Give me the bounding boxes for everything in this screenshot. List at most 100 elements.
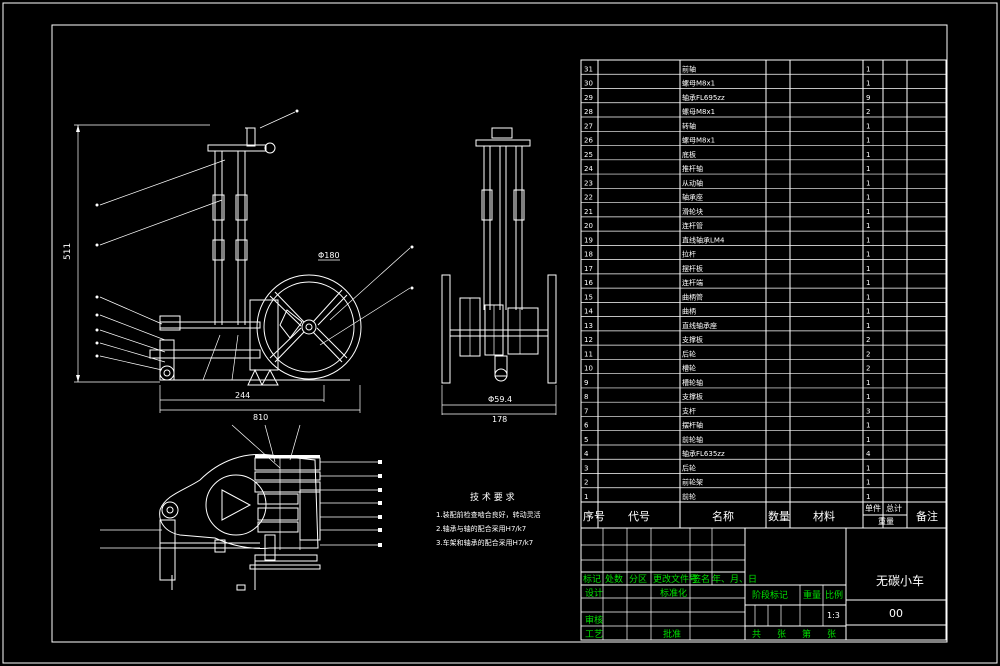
bom-row-no: 13 (584, 322, 593, 330)
bom-row-qty: 1 (866, 279, 870, 287)
bom-row-name: 前轮 (682, 492, 696, 501)
bom-row-qty: 1 (866, 265, 870, 273)
bom-row-no: 31 (584, 65, 593, 73)
bom-row-name: 轴承座 (682, 193, 703, 202)
bom-row-qty: 2 (866, 350, 870, 358)
bom-row-no: 20 (584, 222, 593, 230)
bom-row-name: 直线轴承座 (682, 321, 717, 330)
bom-row-qty: 1 (866, 137, 870, 145)
bom-row-no: 12 (584, 336, 593, 344)
bom-row-name: 支撑板 (682, 392, 703, 401)
tb-approve: 批准 (663, 628, 681, 640)
dim-810: 810 (253, 413, 268, 422)
bom-row-name: 连杆管 (682, 221, 703, 230)
bom-row-qty: 2 (866, 365, 870, 373)
bom-row-qty: 4 (866, 450, 871, 458)
bom-row-qty: 9 (866, 94, 870, 102)
tb-standard: 标准化 (660, 587, 687, 599)
bom-row-no: 5 (584, 436, 588, 444)
bom-row-no: 28 (584, 108, 593, 116)
bom-row-qty: 3 (866, 407, 870, 415)
bom-row-qty: 1 (866, 194, 870, 202)
tb-scale-val: 1:3 (827, 611, 840, 620)
bom-row-no: 26 (584, 137, 593, 145)
bom-h-code: 代号 (628, 510, 650, 523)
bom-row-qty: 2 (866, 108, 870, 116)
bom-row-name: 支杆 (682, 406, 696, 415)
tb-drawing-no: 00 (889, 607, 903, 620)
bom-row-no: 7 (584, 407, 588, 415)
bom-row-qty: 1 (866, 151, 870, 159)
bom-row-no: 24 (584, 165, 593, 173)
bom-row-name: 后轮 (682, 349, 696, 358)
bom-row-name: 转轴 (682, 121, 696, 130)
bom-row-qty: 1 (866, 436, 870, 444)
tb-weight: 重量 (803, 589, 821, 601)
bom-row-qty: 1 (866, 236, 870, 244)
tech-title: 技 术 要 求 (470, 491, 515, 503)
bom-row-name: 槽轮轴 (682, 378, 703, 387)
tb-process: 工艺 (585, 629, 603, 640)
inner-border (51, 24, 948, 643)
bom-row-name: 槽轮 (682, 364, 696, 373)
bom-row-name: 滑轮块 (682, 207, 703, 216)
bom-row-name: 曲柄 (682, 307, 696, 316)
bom-row-no: 16 (584, 279, 593, 287)
bom-row-no: 15 (584, 293, 593, 301)
tech-line-3: 3.车架和轴承的配合采用H7/k7 (436, 538, 533, 547)
bom-row-no: 1 (584, 493, 588, 501)
bom-row-no: 21 (584, 208, 593, 216)
tb-design: 设计 (585, 587, 603, 599)
dim-rear-178: 178 (492, 415, 507, 424)
bom-row-no: 2 (584, 479, 588, 487)
bom-h-remark: 备注 (916, 509, 938, 523)
bom-h-weight: 重量 (878, 516, 894, 526)
bom-row-name: 推杆轴 (682, 164, 703, 173)
bom-row-no: 14 (584, 308, 593, 316)
bom-row-qty: 1 (866, 379, 870, 387)
bom-row-name: 螺母M8x1 (682, 136, 715, 145)
title-block: 标记 处数 分区 更改文件号 签名 年、月、日 设计 标准化 阶段标记 重量 比… (580, 527, 947, 641)
bom-row-name: 摆杆轴 (682, 421, 703, 430)
bom-row-no: 4 (584, 450, 589, 458)
bom-row-name: 直线轴承LM4 (682, 235, 725, 244)
bom-row-qty: 1 (866, 65, 870, 73)
dim-rear-159: Φ59.4 (488, 395, 512, 404)
bom-row-no: 10 (584, 365, 593, 373)
bom-h-name: 名称 (712, 509, 734, 523)
bom-row-name: 拉杆 (682, 250, 696, 259)
bom-h-unit: 单件 (865, 503, 881, 513)
tb-stage: 阶段标记 (752, 589, 788, 601)
bom-row-no: 11 (584, 350, 593, 358)
front-view: 511 (63, 109, 414, 422)
bom-row-no: 30 (584, 80, 593, 88)
bom-row-qty: 1 (866, 165, 870, 173)
bom-row-name: 后轮 (682, 463, 696, 472)
bom-row-qty: 1 (866, 308, 870, 316)
bom-row-name: 摆杆板 (682, 264, 703, 273)
bom-row-no: 8 (584, 393, 588, 401)
tb-sign: 签名 (692, 573, 710, 585)
bom-row-name: 前轮轴 (682, 435, 703, 444)
bom-row-no: 18 (584, 251, 593, 259)
tb-zone: 分区 (629, 574, 647, 585)
bom-row-qty: 1 (866, 122, 870, 130)
bom-h-no: 序号 (583, 509, 605, 523)
big-wheel (256, 274, 362, 380)
tb-sheet-4: 张 (827, 629, 836, 640)
dim-244: 244 (235, 391, 250, 400)
bom-row-qty: 1 (866, 293, 870, 301)
bom-row-name: 轴承FL695zz (682, 93, 725, 102)
bom-row-no: 6 (584, 422, 589, 430)
bom-row-name: 底板 (682, 150, 696, 159)
bom-row-no: 3 (584, 464, 588, 472)
bom-row-name: 前轮架 (682, 478, 703, 487)
bom-row-name: 轴承FL635zz (682, 449, 725, 458)
bom-row-qty: 1 (866, 208, 870, 216)
bom-row-no: 27 (584, 122, 593, 130)
tech-line-2: 2.轴承与轴的配合采用H7/k7 (436, 524, 526, 533)
bom-row-qty: 1 (866, 179, 870, 187)
bom-row-qty: 1 (866, 251, 870, 259)
